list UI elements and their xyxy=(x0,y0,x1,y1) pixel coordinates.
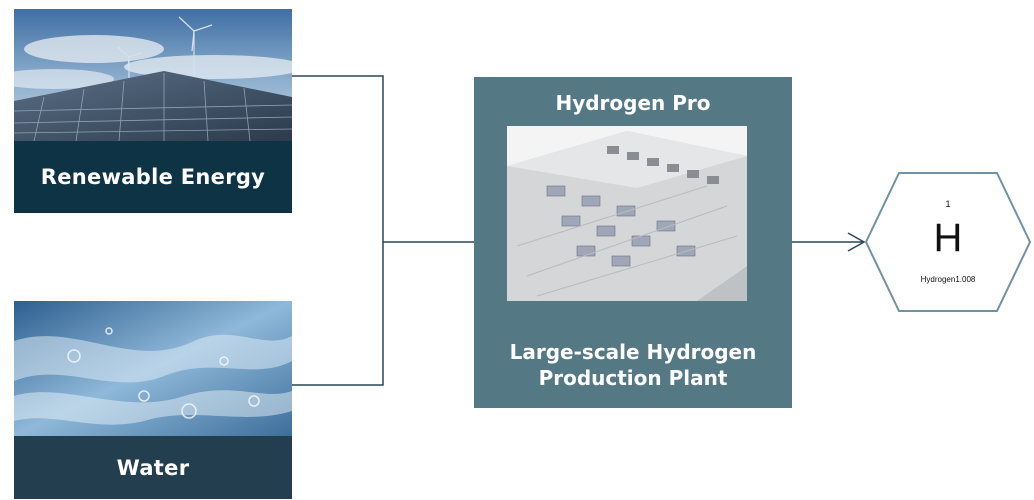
plant-title: Hydrogen Pro xyxy=(555,91,711,115)
solar-wind-photo xyxy=(14,9,292,141)
hydrogen-element-hexagon: 1 H Hydrogen1.008 xyxy=(864,172,1032,312)
renewable-energy-card: Renewable Energy xyxy=(14,9,292,213)
element-symbol: H xyxy=(933,216,963,260)
water-photo xyxy=(14,301,292,436)
atomic-number: 1 xyxy=(945,199,951,209)
plant-caption-line-1: Large-scale Hydrogen xyxy=(509,340,757,364)
hydrogen-plant-box: Hydrogen Pro xyxy=(474,77,792,408)
renewable-connector xyxy=(292,75,384,242)
atomic-mass: 1.008 xyxy=(955,275,976,284)
element-name-mass: Hydrogen1.008 xyxy=(864,275,1032,284)
water-label: Water xyxy=(14,436,292,499)
hexagon-outline xyxy=(864,172,1032,312)
water-card: Water xyxy=(14,301,292,499)
plant-caption-line-2: Production Plant xyxy=(538,366,728,390)
water-connector xyxy=(292,242,384,386)
element-name: Hydrogen xyxy=(920,275,956,284)
output-arrowhead xyxy=(847,232,866,252)
plant-caption: Large-scale Hydrogen Production Plant xyxy=(474,339,792,391)
plant-rendering xyxy=(507,126,747,301)
renewable-energy-label: Renewable Energy xyxy=(14,141,292,213)
